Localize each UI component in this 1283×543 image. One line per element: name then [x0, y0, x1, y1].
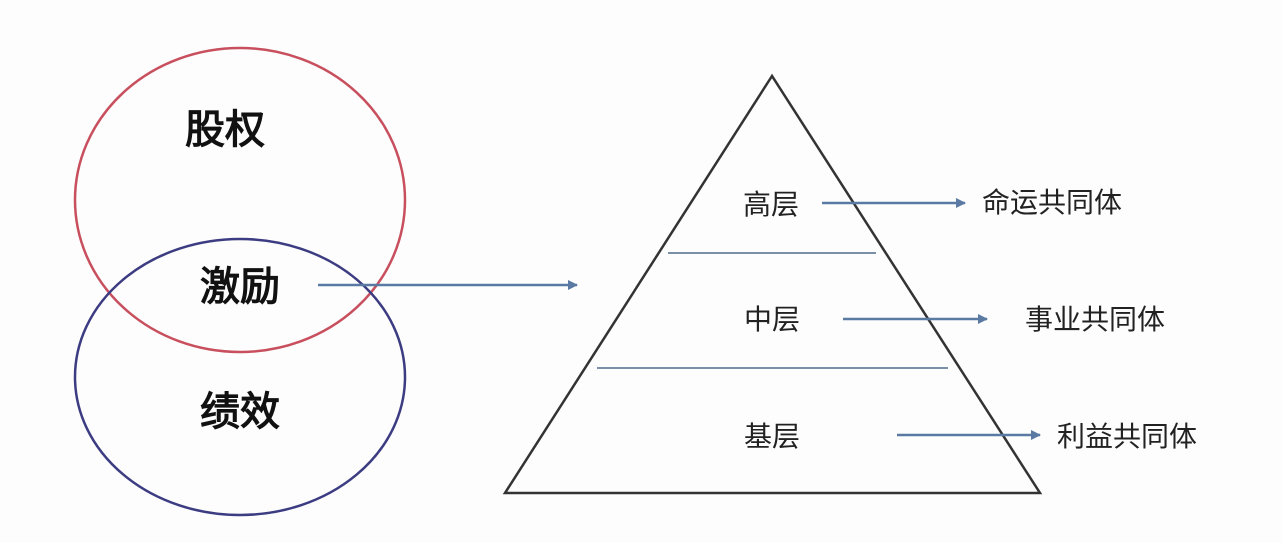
pyramid-level-top-label: 高层 [742, 188, 800, 221]
pyramid-level-base-label: 基层 [743, 420, 801, 453]
equity-circle [73, 46, 407, 354]
pyramid-outline [502, 73, 1043, 495]
incentive-label: 激励 [200, 264, 280, 310]
top-level-result-label: 命运共同体 [982, 186, 1123, 219]
performance-circle [73, 237, 407, 517]
base-level-result-label: 利益共同体 [1057, 420, 1198, 453]
middle-level-result-label: 事业共同体 [1025, 303, 1166, 336]
equity-label: 股权 [185, 107, 265, 153]
performance-label: 绩效 [200, 389, 280, 435]
pyramid-level-middle-label: 中层 [743, 303, 801, 336]
